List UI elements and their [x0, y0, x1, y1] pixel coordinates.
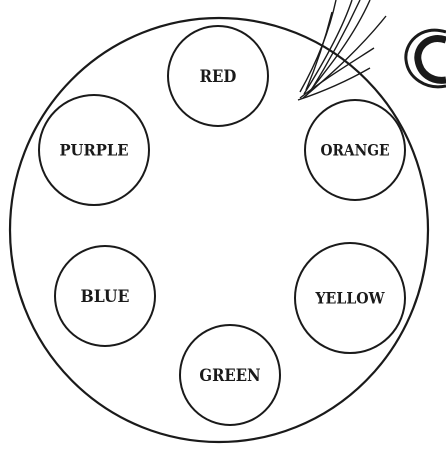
color-label-yellow: YELLOW — [315, 289, 386, 308]
color-circle-purple: PURPLE — [39, 95, 149, 205]
color-label-orange: ORANGE — [320, 141, 389, 160]
color-circle-green: GREEN — [180, 325, 280, 425]
color-circle-yellow: YELLOW — [295, 243, 405, 353]
color-circle-red: RED — [168, 26, 268, 126]
color-label-red: RED — [200, 67, 237, 87]
color-circle-orange: ORANGE — [305, 100, 405, 200]
color-label-green: GREEN — [199, 366, 260, 386]
color-label-purple: PURPLE — [59, 141, 128, 160]
decorative-letter-c-icon — [406, 30, 446, 87]
color-circle-blue: BLUE — [55, 246, 155, 346]
color-label-blue: BLUE — [81, 287, 130, 307]
